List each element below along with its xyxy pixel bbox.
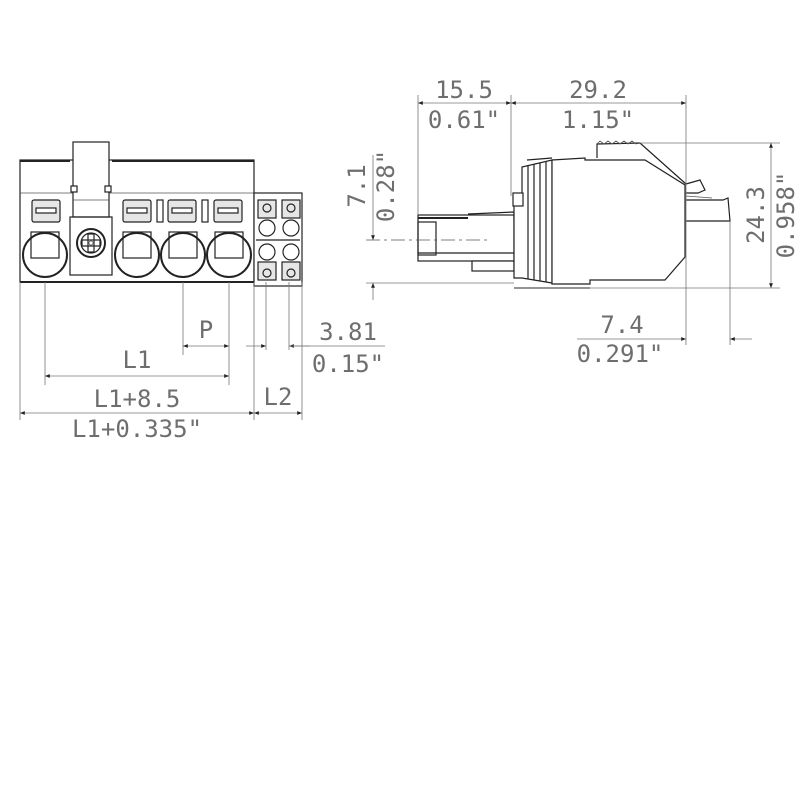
pitch-small-mm-label: 3.81 [319, 318, 377, 346]
latch-mm-label: 7.4 [600, 311, 643, 339]
front-length-mm-label: 15.5 [435, 76, 493, 104]
height-in-label: 0.958" [772, 172, 800, 259]
overall-in-label: L1+0.335" [72, 415, 202, 443]
pin-offset-in-label: 0.28" [372, 150, 400, 222]
ribs [527, 162, 547, 282]
l1-label: L1 [123, 346, 152, 374]
body-length-mm-label: 29.2 [569, 76, 627, 104]
pitch-label: P [199, 316, 213, 344]
screw-icon [76, 228, 106, 258]
pitch-small-in-label: 0.15" [312, 350, 384, 378]
latch-in-label: 0.291" [577, 340, 664, 368]
body-length-in-label: 1.15" [562, 106, 634, 134]
wire-entries [22, 231, 252, 278]
pin-offset-mm-label: 7.1 [343, 164, 371, 207]
overall-mm-label: L1+8.5 [94, 385, 181, 413]
front-length-in-label: 0.61" [428, 106, 500, 134]
small-contacts [256, 199, 301, 281]
front-view: P L1 L1+8.5 L1+0.335" L2 3.81 0.15" [19, 141, 385, 443]
height-mm-label: 24.3 [742, 186, 770, 244]
side-view: 15.5 0.61" 29.2 1.15" 7.1 0.28" 24.3 0.9… [343, 76, 800, 368]
release-slots [31, 199, 243, 223]
l2-label: L2 [264, 383, 293, 411]
